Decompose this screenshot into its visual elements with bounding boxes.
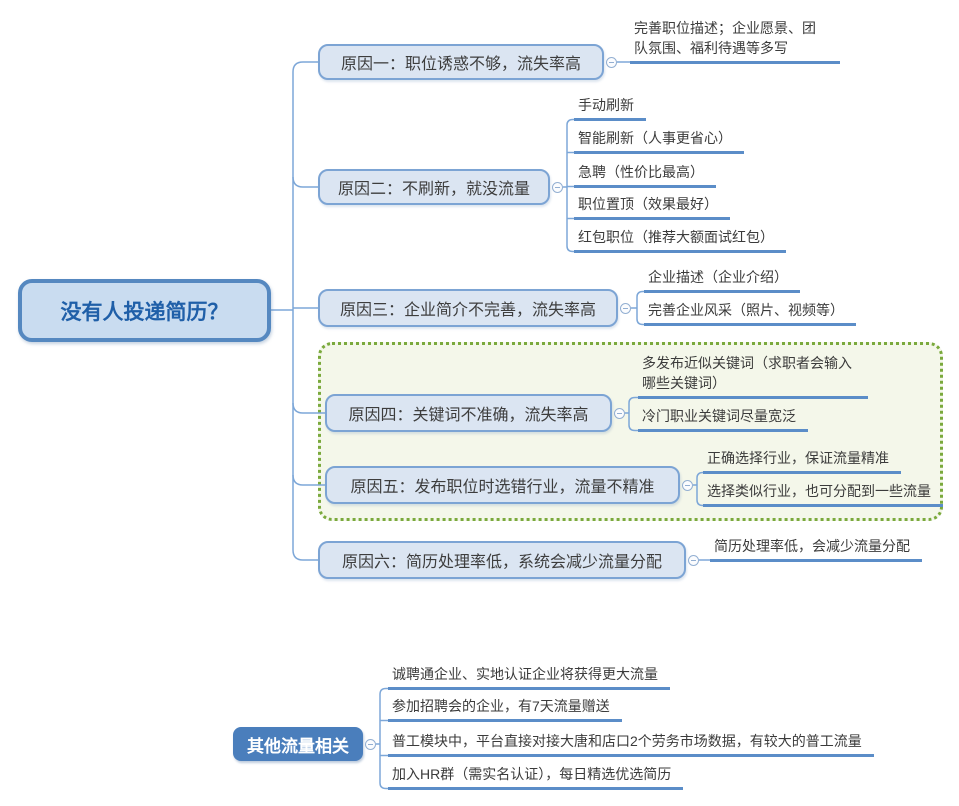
leaf-topic[interactable]: 普工模块中，平台直接对接大唐和店口2个劳务市场数据，有较大的普工流量 <box>388 731 874 757</box>
branch-reason-4[interactable]: 原因四：关键词不准确，流失率高 <box>325 394 612 432</box>
branch-reason-1-label: 原因一：职位诱惑不够，流失率高 <box>340 56 581 73</box>
branch-reason-2-label: 原因二：不刷新，就没流量 <box>337 181 530 198</box>
leaf-topic[interactable]: 加入HR群（需实名认证），每日精选优选简历 <box>388 764 684 790</box>
branch-reason-2[interactable]: 原因二：不刷新，就没流量 <box>318 169 550 205</box>
branch-reason-6[interactable]: 原因六：简历处理率低，系统会减少流量分配 <box>318 541 686 579</box>
leaf-topic[interactable]: 选择类似行业，也可分配到一些流量 <box>703 481 943 507</box>
collapse-icon[interactable] <box>365 739 376 750</box>
leaf-topic[interactable]: 企业描述（企业介绍） <box>644 267 800 293</box>
collapse-icon[interactable] <box>620 303 631 314</box>
root-topic-label: 没有人投递简历？ <box>60 300 229 324</box>
leaf-topic[interactable]: 红包职位（推荐大额面试红包） <box>574 227 786 253</box>
branch-reason-5-label: 原因五：发布职位时选错行业，流量不精准 <box>350 479 655 496</box>
leaf-topic[interactable]: 智能刷新（人事更省心） <box>574 128 744 154</box>
leaf-topic[interactable]: 职位置顶（效果最好） <box>574 194 730 220</box>
branch-reason-1[interactable]: 原因一：职位诱惑不够，流失率高 <box>318 44 604 80</box>
leaf-topic[interactable]: 简历处理率低，会减少流量分配 <box>710 536 922 562</box>
branch-reason-3-label: 原因三：企业简介不完善，流失率高 <box>339 302 596 319</box>
leaf-topic[interactable]: 正确选择行业，保证流量精准 <box>703 448 901 474</box>
other-traffic-topic[interactable]: 其他流量相关 <box>233 727 363 761</box>
leaf-topic[interactable]: 完善职位描述；企业愿景、团队氛围、福利待遇等多写 <box>630 18 840 64</box>
branch-reason-3[interactable]: 原因三：企业简介不完善，流失率高 <box>318 289 618 327</box>
collapse-icon[interactable] <box>606 57 617 68</box>
collapse-icon[interactable] <box>614 408 625 419</box>
branch-reason-5[interactable]: 原因五：发布职位时选错行业，流量不精准 <box>325 466 680 504</box>
leaf-topic[interactable]: 诚聘通企业、实地认证企业将获得更大流量 <box>388 664 670 690</box>
leaf-topic[interactable]: 急聘（性价比最高） <box>574 162 716 188</box>
branch-reason-4-label: 原因四：关键词不准确，流失率高 <box>348 407 589 424</box>
collapse-icon[interactable] <box>552 182 563 193</box>
root-topic[interactable]: 没有人投递简历？ <box>18 279 271 342</box>
collapse-icon[interactable] <box>682 480 693 491</box>
leaf-topic[interactable]: 完善企业风采（照片、视频等） <box>644 300 856 326</box>
leaf-topic[interactable]: 多发布近似关键词（求职者会输入哪些关键词） <box>638 353 868 399</box>
collapse-icon[interactable] <box>688 555 699 566</box>
leaf-topic[interactable]: 冷门职业关键词尽量宽泛 <box>638 406 808 432</box>
leaf-topic[interactable]: 参加招聘会的企业，有7天流量赠送 <box>388 696 622 722</box>
other-traffic-label: 其他流量相关 <box>247 736 349 756</box>
branch-reason-6-label: 原因六：简历处理率低，系统会减少流量分配 <box>341 554 662 571</box>
leaf-topic[interactable]: 手动刷新 <box>574 95 646 121</box>
